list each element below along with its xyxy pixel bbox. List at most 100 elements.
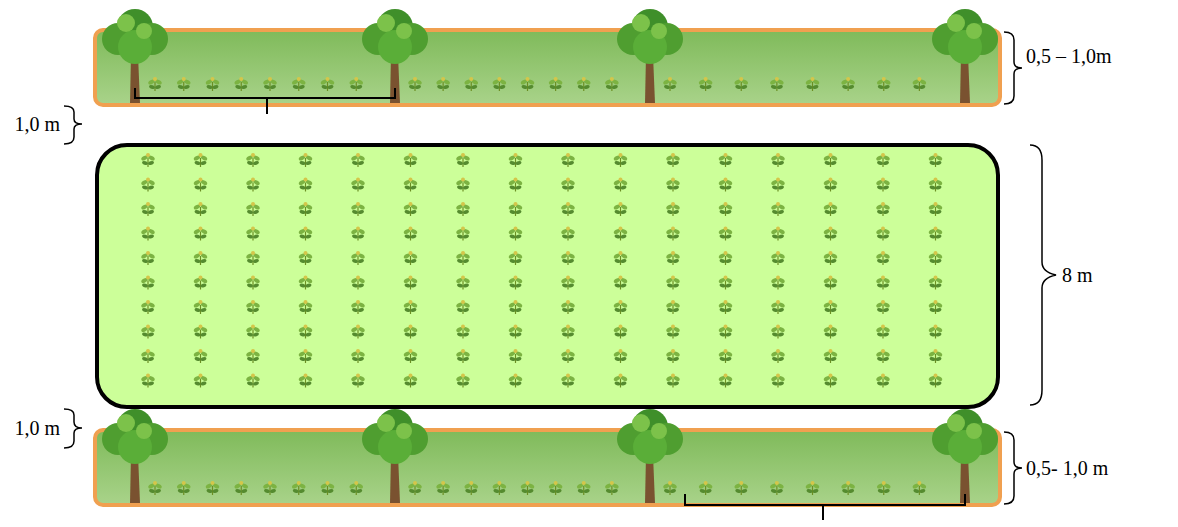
plant-icon — [875, 153, 890, 167]
plant-icon — [875, 276, 890, 290]
plant-icon — [205, 481, 220, 495]
plant-icon — [718, 374, 733, 388]
plant-icon — [770, 202, 785, 216]
dimension-label: 0,5- 1,0 m — [1026, 457, 1108, 479]
plant-icon — [403, 276, 418, 290]
dimension-brace — [1004, 32, 1022, 104]
plant-icon — [928, 300, 943, 314]
plant-icon — [349, 77, 364, 91]
plant-icon — [665, 374, 680, 388]
plant-icon — [350, 325, 365, 339]
plant-icon — [492, 77, 507, 91]
plant-icon — [841, 481, 856, 495]
plant-icon — [875, 178, 890, 192]
plant-icon — [403, 300, 418, 314]
plant-icon — [718, 325, 733, 339]
plant-icon — [176, 481, 191, 495]
plant-icon — [320, 481, 335, 495]
plant-icon — [805, 481, 820, 495]
plant-icon — [718, 153, 733, 167]
plant-icon — [662, 77, 677, 91]
plant-icon — [560, 202, 575, 216]
plant-icon — [140, 227, 155, 241]
plant-icon — [291, 481, 306, 495]
plant-icon — [245, 349, 260, 363]
plant-icon — [548, 481, 563, 495]
plant-icon — [140, 178, 155, 192]
plant-icon — [718, 300, 733, 314]
plant-icon — [604, 481, 619, 495]
plant-icon — [548, 77, 563, 91]
plant-icon — [560, 374, 575, 388]
plant-icon — [613, 300, 628, 314]
plant-icon — [770, 153, 785, 167]
plant-icon — [455, 202, 470, 216]
plant-icon — [560, 349, 575, 363]
plant-icon — [718, 251, 733, 265]
plant-rows — [140, 77, 943, 495]
plant-icon — [147, 77, 162, 91]
plant-icon — [508, 251, 523, 265]
plant-icon — [718, 276, 733, 290]
plant-icon — [436, 481, 451, 495]
plant-icon — [875, 374, 890, 388]
plant-icon — [455, 178, 470, 192]
plant-icon — [407, 77, 422, 91]
plant-icon — [455, 227, 470, 241]
plant-icon — [245, 276, 260, 290]
plant-icon — [823, 153, 838, 167]
plant-icon — [464, 481, 479, 495]
plant-icon — [436, 77, 451, 91]
plant-icon — [298, 178, 313, 192]
plant-icon — [770, 325, 785, 339]
plant-icon — [823, 276, 838, 290]
plant-icon — [193, 349, 208, 363]
plant-icon — [455, 374, 470, 388]
plant-icon — [912, 481, 927, 495]
plant-icon — [508, 227, 523, 241]
plant-icon — [734, 481, 749, 495]
plant-icon — [613, 276, 628, 290]
plant-icon — [508, 153, 523, 167]
plant-icon — [560, 276, 575, 290]
plant-icon — [193, 153, 208, 167]
dimension-label: 0,5 – 1,0m — [1026, 45, 1112, 67]
plant-icon — [403, 153, 418, 167]
plant-icon — [928, 325, 943, 339]
plant-icon — [193, 227, 208, 241]
plant-icon — [875, 202, 890, 216]
plant-icon — [147, 481, 162, 495]
plant-icon — [576, 77, 591, 91]
plant-icon — [350, 374, 365, 388]
plant-icon — [698, 77, 713, 91]
plant-icon — [928, 178, 943, 192]
plant-icon — [140, 374, 155, 388]
dimension-label: 8 m — [1062, 264, 1093, 286]
plant-icon — [350, 153, 365, 167]
dimension-brace — [1004, 432, 1022, 504]
plant-icon — [403, 325, 418, 339]
plant-icon — [350, 276, 365, 290]
plant-icon — [455, 251, 470, 265]
dimension-label: 1,0 m — [14, 113, 60, 135]
plant-icon — [875, 300, 890, 314]
plant-icon — [928, 251, 943, 265]
plant-icon — [245, 325, 260, 339]
plant-icon — [350, 202, 365, 216]
plant-icon — [193, 374, 208, 388]
plant-icon — [320, 77, 335, 91]
plant-icon — [928, 227, 943, 241]
plant-icon — [560, 178, 575, 192]
spacing-bracket — [135, 88, 395, 114]
plant-icon — [613, 251, 628, 265]
plant-icon — [665, 202, 680, 216]
bottom-hedge-band — [95, 430, 1000, 505]
plant-icon — [508, 300, 523, 314]
dimension-label: 1,0 m — [14, 417, 60, 439]
plant-icon — [245, 153, 260, 167]
plant-icon — [298, 153, 313, 167]
plant-icon — [823, 202, 838, 216]
plant-icon — [928, 202, 943, 216]
plant-icon — [734, 77, 749, 91]
plant-icon — [613, 227, 628, 241]
